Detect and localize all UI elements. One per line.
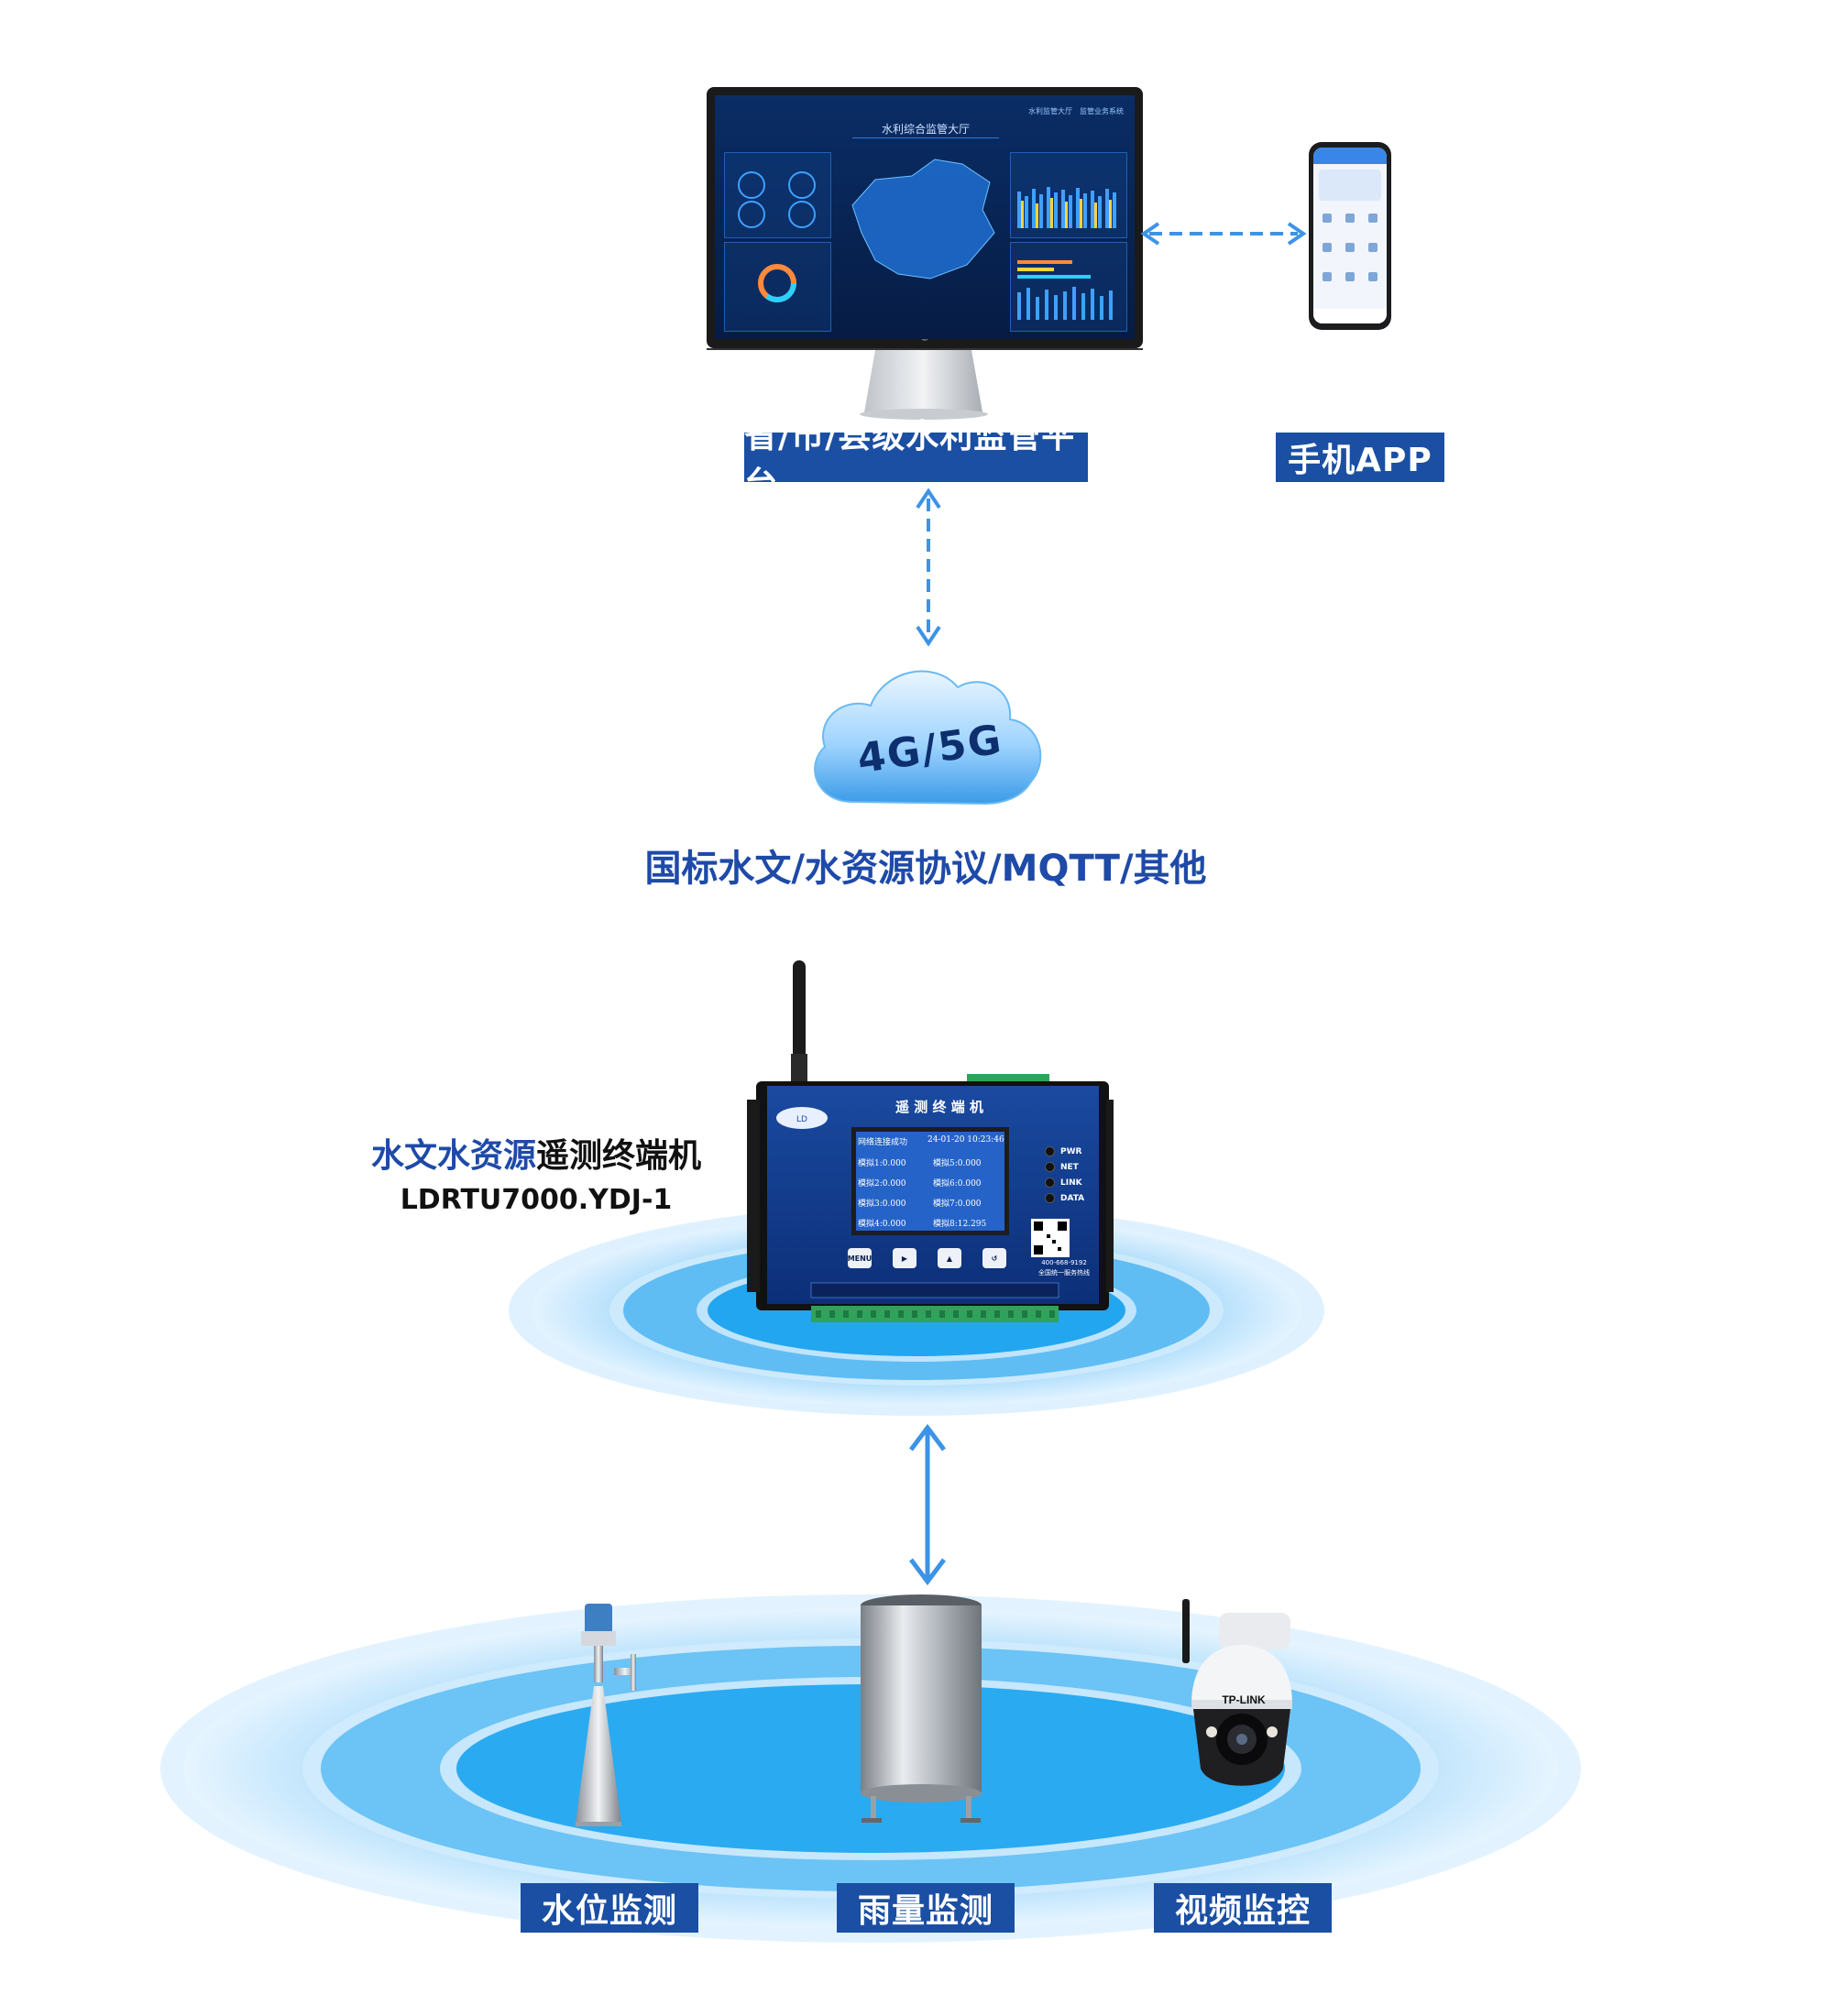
led-label: NET bbox=[1060, 1162, 1079, 1172]
screen-link-2[interactable]: 监管业务系统 bbox=[1080, 107, 1124, 115]
up-arrow-icon: ▲ bbox=[946, 1254, 953, 1263]
play-icon: ▶ bbox=[901, 1254, 908, 1263]
phone-icon-grid bbox=[1313, 214, 1387, 323]
up-button[interactable]: ▲ bbox=[938, 1248, 961, 1268]
mobile-phone bbox=[1309, 142, 1391, 330]
return-icon: ↺ bbox=[991, 1254, 998, 1263]
led-link: LINK bbox=[1045, 1178, 1082, 1188]
screen-graphics bbox=[738, 159, 1116, 320]
led-indicator-icon bbox=[1045, 1178, 1055, 1188]
led-label: PWR bbox=[1060, 1146, 1082, 1156]
led-net: NET bbox=[1045, 1162, 1079, 1172]
back-button[interactable]: ↺ bbox=[982, 1248, 1006, 1268]
svg-text:LD: LD bbox=[796, 1115, 807, 1124]
terminal-lcd: 网络连接成功 24-01-20 10:23:46 模拟1:0.000 模拟2:0… bbox=[856, 1132, 1004, 1233]
terminal-panel-title: 遥 测 终 端 机 bbox=[895, 1099, 983, 1115]
lcd-value: 模拟4:0.000 bbox=[858, 1220, 906, 1229]
screen-link-1[interactable]: 水利监管大厅 bbox=[1028, 107, 1072, 115]
lcd-value: 模拟2:0.000 bbox=[858, 1179, 906, 1189]
led-data: DATA bbox=[1045, 1193, 1084, 1203]
phone-header bbox=[1313, 148, 1387, 164]
terminal-title-highlight: 水文水资源 bbox=[370, 1137, 536, 1175]
led-indicator-icon bbox=[1045, 1162, 1055, 1172]
led-indicator-icon bbox=[1045, 1146, 1055, 1156]
led-indicator-icon bbox=[1045, 1193, 1055, 1203]
menu-button[interactable]: MENU bbox=[848, 1248, 872, 1268]
screen-panel-bottom-left bbox=[724, 242, 831, 332]
led-label: DATA bbox=[1060, 1193, 1085, 1203]
led-label: LINK bbox=[1060, 1178, 1082, 1188]
lcd-value: 模拟8:12.295 bbox=[933, 1220, 987, 1229]
screen-title: 水利综合监管大厅 bbox=[852, 121, 999, 138]
lcd-value: 模拟7:0.000 bbox=[933, 1200, 982, 1209]
ptz-camera-icon bbox=[1182, 1599, 1292, 1786]
platform-monitor: 水利综合监管大厅 水利监管大厅 监管业务系统 bbox=[0, 0, 1833, 431]
lcd-time: 24-01-20 10:23:46 bbox=[927, 1135, 1004, 1145]
lcd-value: 模拟6:0.000 bbox=[933, 1179, 982, 1189]
mobile-label: 手机APP bbox=[1276, 433, 1444, 482]
sensor-label-video: 视频监控 bbox=[1154, 1883, 1332, 1933]
link-arrow-terminal-sensors bbox=[909, 1423, 946, 1586]
hotline: 400-668-9192 bbox=[1041, 1259, 1087, 1266]
sensor-label-water-level: 水位监测 bbox=[521, 1883, 698, 1933]
phone-screen bbox=[1313, 148, 1387, 323]
led-pwr: PWR bbox=[1045, 1146, 1081, 1156]
cloud-icon bbox=[814, 670, 1042, 805]
sensor-label-rainfall: 雨量监测 bbox=[837, 1883, 1015, 1933]
link-arrow-platform-mobile bbox=[1140, 222, 1307, 246]
lcd-value: 模拟3:0.000 bbox=[858, 1200, 906, 1209]
protocol-text: 国标水文/水资源协议/MQTT/其他 bbox=[644, 848, 1207, 890]
lcd-value: 模拟1:0.000 bbox=[858, 1159, 906, 1168]
platform-screen: 水利综合监管大厅 水利监管大厅 监管业务系统 bbox=[715, 95, 1135, 339]
lcd-status: 网络连接成功 bbox=[858, 1138, 908, 1147]
rain-gauge-icon bbox=[861, 1594, 982, 1823]
water-level-sensor-icon bbox=[576, 1604, 636, 1826]
camera-brand: TP-LINK bbox=[1222, 1693, 1266, 1706]
hotline-caption: 全国统一服务热线 bbox=[1038, 1269, 1090, 1276]
platform-label: 省/市/县级水利监管平台 bbox=[744, 418, 1088, 503]
play-button[interactable]: ▶ bbox=[893, 1248, 916, 1268]
screen-panel-top-left bbox=[724, 152, 831, 238]
link-arrow-platform-cloud bbox=[916, 488, 941, 647]
terminal-device: LD bbox=[747, 960, 1114, 1322]
terminal-title: 水文水资源遥测终端机 bbox=[344, 1129, 729, 1175]
phone-banner bbox=[1319, 170, 1381, 201]
terminal-title-rest: 遥测终端机 bbox=[536, 1137, 702, 1175]
lcd-value: 模拟5:0.000 bbox=[933, 1159, 982, 1168]
terminal-model: LDRTU7000.YDJ-1 bbox=[400, 1184, 673, 1216]
